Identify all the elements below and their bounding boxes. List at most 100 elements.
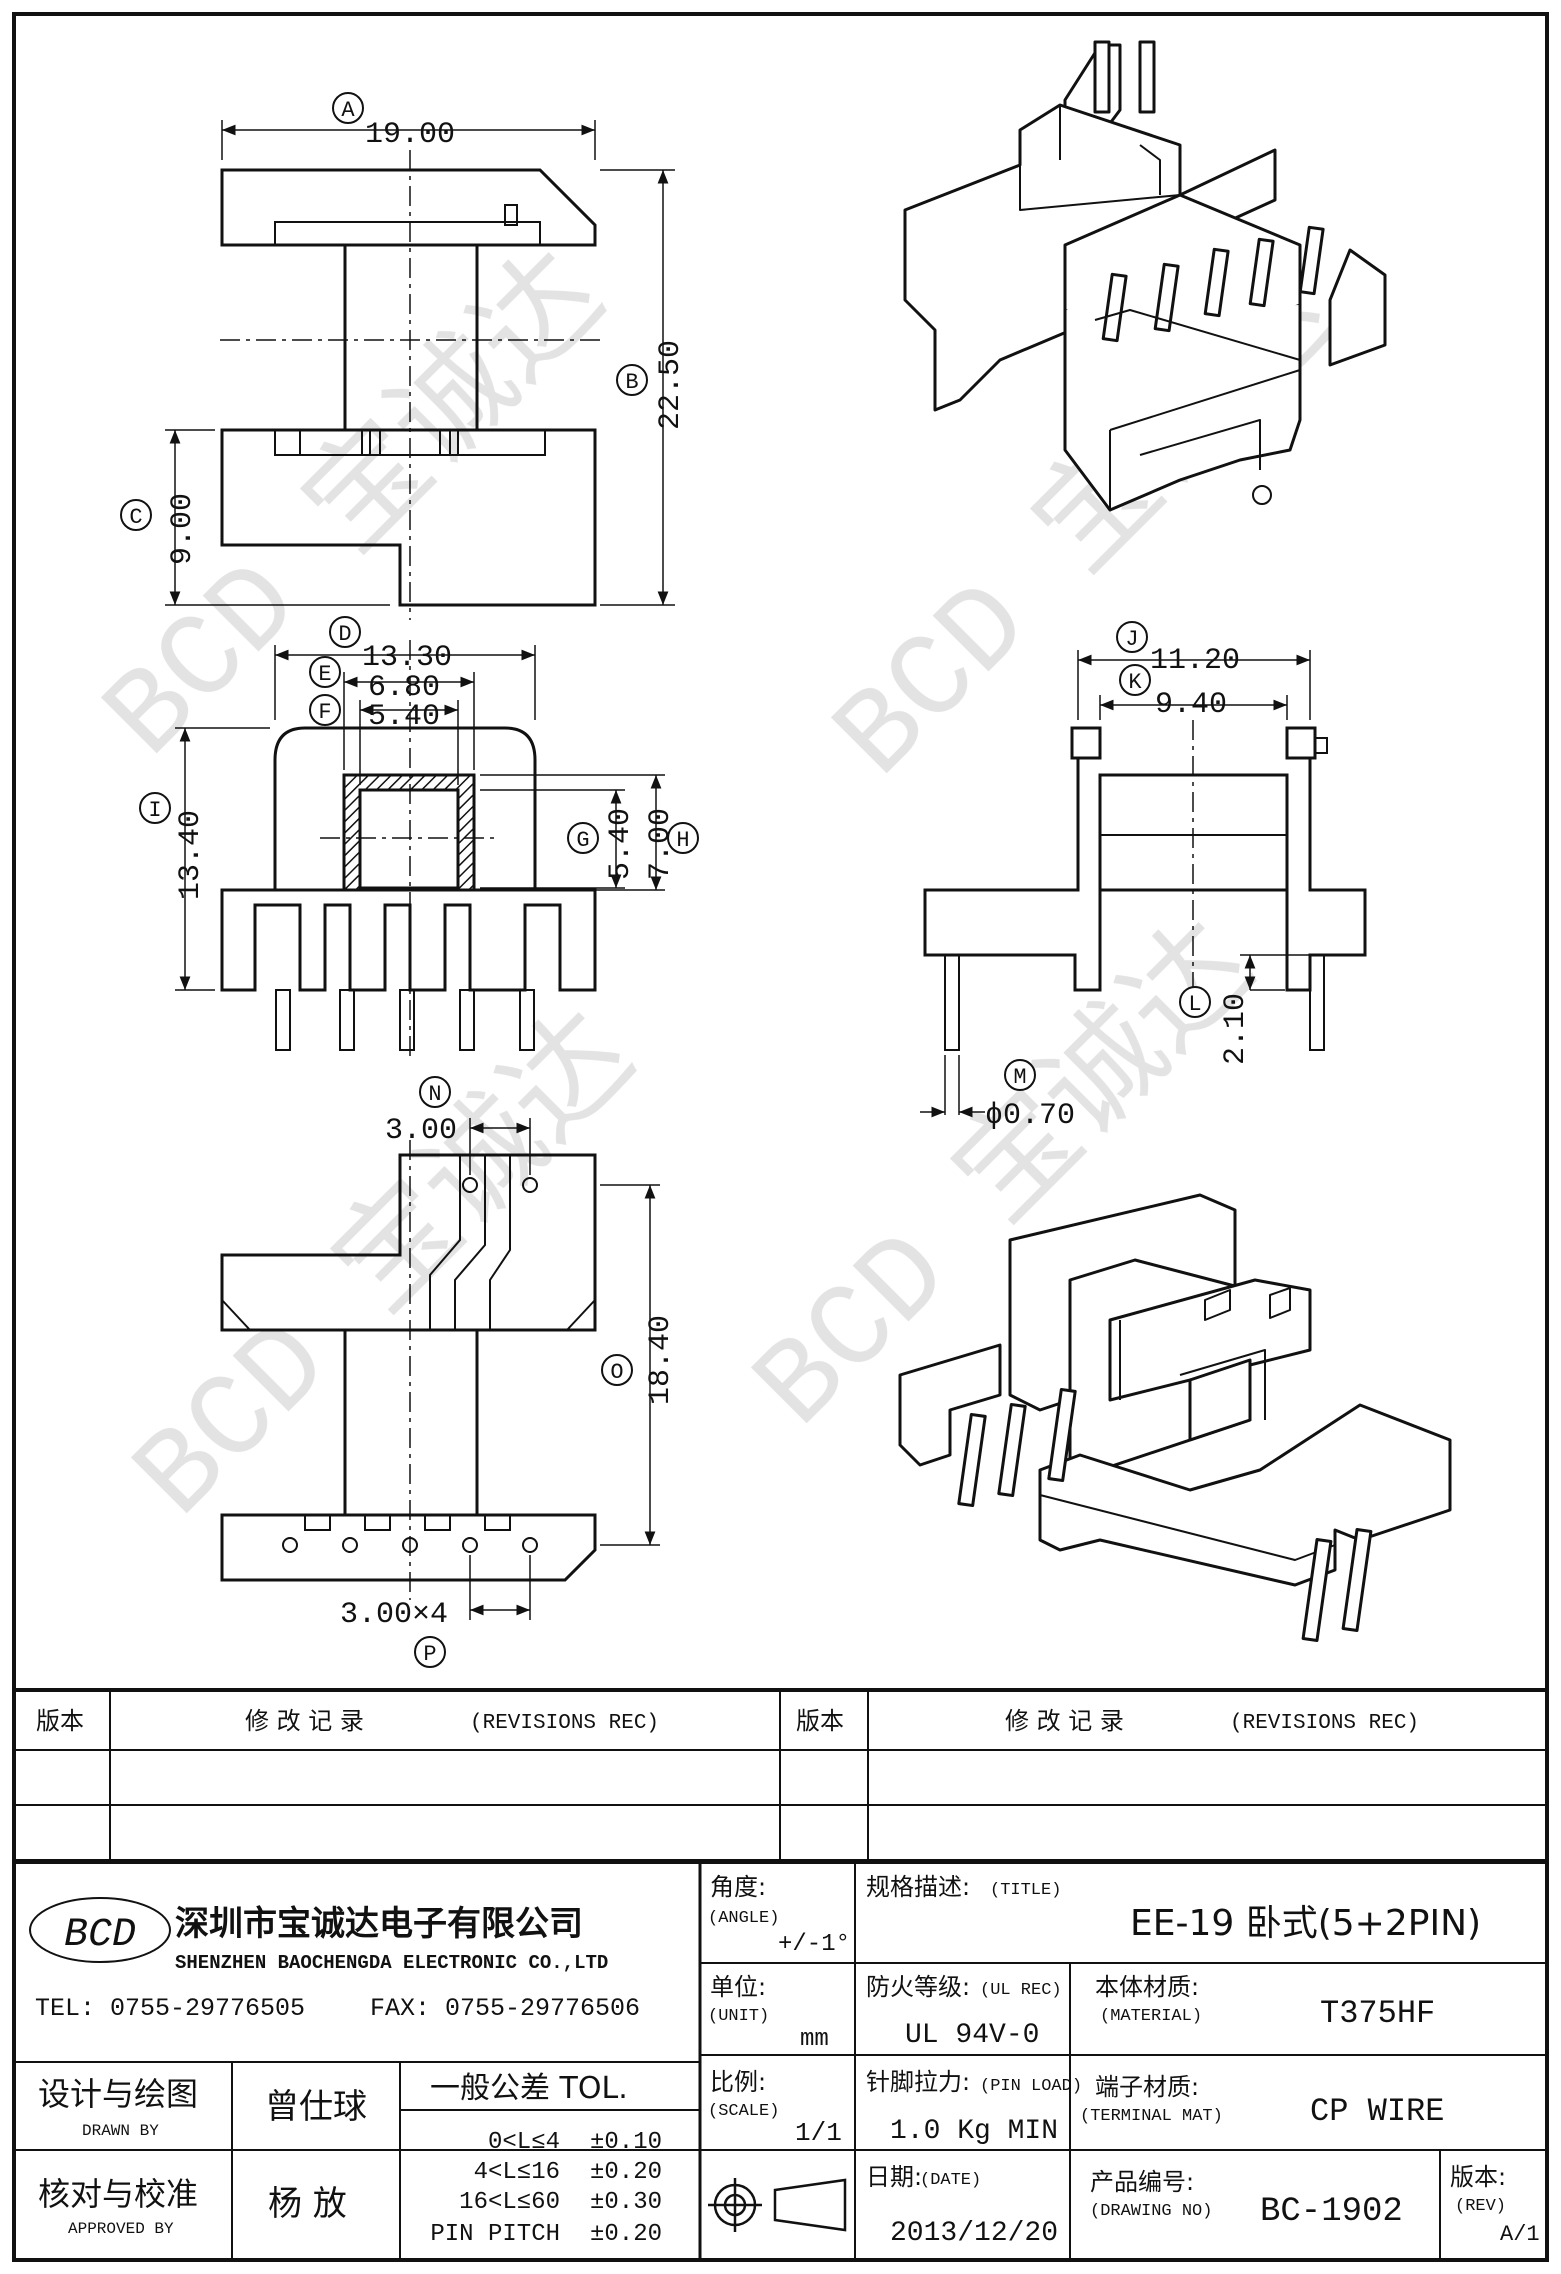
- title-value: EE-19 卧式(5+2PIN): [1130, 1903, 1481, 1944]
- approved-by-cell: 核对与校准 APPROVED BY 杨 放: [38, 2175, 347, 2238]
- svg-text:F: F: [318, 700, 331, 725]
- scale-value: 1/1: [795, 2118, 842, 2148]
- dim-value-c: 9.00: [166, 493, 200, 565]
- sheet-border: [12, 12, 1549, 2262]
- dim-value-p: 3.00×4: [340, 1598, 448, 1632]
- drawing-no-value: BC-1902: [1260, 2193, 1403, 2231]
- dim-value-e: 6.80: [368, 671, 440, 705]
- material-value: T375HF: [1320, 1995, 1435, 2032]
- ul-rec-value: UL 94V-0: [905, 2020, 1039, 2051]
- rev-value: A/1: [1500, 2222, 1540, 2247]
- dim-marker-p: P: [414, 1636, 446, 1668]
- rev-label-en: (REV): [1455, 2197, 1506, 2216]
- dim-marker-e: E: [309, 656, 341, 688]
- svg-text:K: K: [1128, 670, 1142, 695]
- drawing-no-cell: 产品编号: (DRAWING NO) BC-1902: [1090, 2168, 1403, 2231]
- side-view: [920, 650, 1367, 1118]
- terminal-cell: 端子材质: (TERMINAL MAT) CP WIRE: [1080, 2073, 1444, 2130]
- pin-load-value: 1.0 Kg MIN: [890, 2116, 1058, 2147]
- svg-text:BCD: BCD: [64, 1913, 136, 1958]
- revision-version-label-right: 版本: [796, 1707, 844, 1735]
- rev-cell: 版本: (REV) A/1: [1450, 2163, 1540, 2247]
- dim-marker-h: H: [667, 822, 699, 854]
- dim-marker-b: B: [616, 364, 648, 396]
- svg-text:I: I: [148, 798, 161, 823]
- svg-text:0<L≤4: 0<L≤4: [488, 2129, 560, 2156]
- company-block: BCD 深圳市宝诚达电子有限公司 SHENZHEN BAOCHENGDA ELE…: [29, 1897, 640, 2023]
- date-label: 日期:: [866, 2163, 922, 2191]
- isometric-view-bottom: [898, 1193, 1452, 1642]
- approved-by-value: 杨 放: [268, 2184, 347, 2224]
- dim-value-i: 13.40: [174, 810, 208, 900]
- angle-cell: 角度: (ANGLE) +/-1°: [708, 1873, 850, 1958]
- svg-text:16<L≤60: 16<L≤60: [459, 2189, 560, 2216]
- dim-marker-a: A: [332, 92, 364, 124]
- svg-text:±0.20: ±0.20: [590, 2221, 662, 2248]
- dim-value-j: 11.20: [1150, 644, 1240, 678]
- svg-text:BCD 宝诚达: BCD 宝诚达: [107, 989, 664, 1546]
- dim-marker-k: K: [1119, 664, 1151, 696]
- revision-record-label-right: 修 改 记 录: [1005, 1707, 1124, 1735]
- svg-text:M: M: [1013, 1065, 1026, 1090]
- svg-text:L: L: [1188, 992, 1201, 1017]
- svg-text:N: N: [428, 1082, 441, 1107]
- dim-marker-g: G: [567, 822, 599, 854]
- revision-version-label: 版本: [36, 1707, 84, 1735]
- dim-marker-d: D: [329, 616, 361, 648]
- revision-record-en: (REVISIONS REC): [470, 1712, 659, 1735]
- drawn-by-label-en: DRAWN BY: [82, 2122, 159, 2140]
- drawn-by-value: 曾仕球: [265, 2087, 367, 2127]
- scale-cell: 比例: (SCALE) 1/1: [708, 2068, 842, 2148]
- rev-label: 版本:: [1450, 2163, 1506, 2191]
- company-name-en: SHENZHEN BAOCHENGDA ELECTRONIC CO.,LTD: [175, 1952, 608, 1974]
- title-label-en: (TITLE): [990, 1881, 1061, 1900]
- svg-text:J: J: [1125, 627, 1138, 652]
- title-label: 规格描述:: [866, 1873, 970, 1901]
- dim-marker-o: O: [601, 1354, 633, 1386]
- dim-marker-c: C: [120, 499, 152, 531]
- dim-value-k: 9.40: [1155, 688, 1227, 722]
- material-label: 本体材质:: [1095, 1973, 1199, 2001]
- terminal-value: CP WIRE: [1310, 2093, 1444, 2130]
- material-label-en: (MATERIAL): [1100, 2007, 1202, 2026]
- approved-by-label: 核对与校准: [38, 2175, 198, 2213]
- company-fax: FAX: 0755-29776506: [370, 1994, 640, 2023]
- angle-value: +/-1°: [778, 1931, 850, 1958]
- front-view: [175, 640, 665, 1060]
- projection-symbol: [708, 2178, 847, 2232]
- dim-value-d: 13.30: [362, 641, 452, 675]
- svg-text:BCD 宝诚达: BCD 宝诚达: [77, 229, 634, 786]
- svg-text:±0.20: ±0.20: [590, 2159, 662, 2186]
- angle-label-en: (ANGLE): [708, 1909, 779, 1928]
- revision-header-left: 版本 修 改 记 录 (REVISIONS REC): [36, 1707, 659, 1735]
- top-view-labels: A 19.00 B 22.50 C 9.00: [120, 92, 688, 565]
- pin-load-label: 针脚拉力:: [866, 2068, 970, 2096]
- terminal-label: 端子材质:: [1095, 2073, 1199, 2101]
- tolerance-label: 一般公差 TOL.: [430, 2071, 628, 2106]
- dim-value-l: 2.10: [1219, 993, 1253, 1065]
- svg-text:A: A: [341, 98, 355, 123]
- unit-value: mm: [800, 2026, 829, 2053]
- drawing-no-label-en: (DRAWING NO): [1090, 2202, 1212, 2221]
- dim-value-m: ϕ0.70: [985, 1099, 1075, 1133]
- date-label-en: (DATE): [920, 2171, 981, 2190]
- company-logo: BCD: [29, 1897, 171, 1963]
- dim-value-a: 19.00: [365, 118, 455, 152]
- date-value: 2013/12/20: [890, 2218, 1058, 2249]
- title-block-lines: [14, 1688, 1547, 2260]
- svg-text:4<L≤16: 4<L≤16: [474, 2159, 560, 2186]
- dim-marker-f: F: [309, 694, 341, 726]
- ul-rec-cell: 防火等级: (UL REC) UL 94V-0: [866, 1973, 1062, 2051]
- dim-marker-i: I: [139, 792, 171, 824]
- tolerance-row: 0<L≤4 ±0.10: [488, 2129, 662, 2156]
- svg-text:±0.30: ±0.30: [590, 2189, 662, 2216]
- terminal-label-en: (TERMINAL MAT): [1080, 2107, 1223, 2126]
- bottom-view: [220, 1118, 660, 1620]
- tolerance-row: PIN PITCH ±0.20: [430, 2221, 662, 2248]
- tolerance-row: 16<L≤60 ±0.30: [459, 2189, 662, 2216]
- svg-text:B: B: [625, 370, 638, 395]
- svg-text:PIN PITCH: PIN PITCH: [430, 2221, 560, 2248]
- svg-text:±0.10: ±0.10: [590, 2129, 662, 2156]
- svg-text:H: H: [676, 828, 689, 853]
